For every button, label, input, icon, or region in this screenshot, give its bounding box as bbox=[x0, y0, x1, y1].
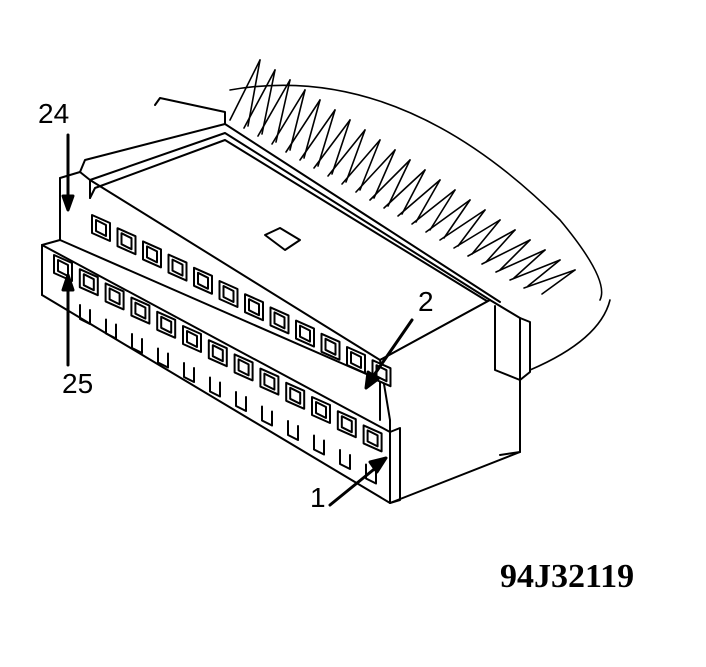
cavity-lower bbox=[182, 325, 202, 353]
tooth bbox=[365, 463, 377, 485]
arrowhead-25 bbox=[61, 273, 75, 292]
wire-line bbox=[289, 89, 306, 151]
wire-line bbox=[429, 189, 456, 231]
wire-line bbox=[303, 99, 321, 159]
wire-line bbox=[513, 249, 546, 279]
arrowhead-24 bbox=[61, 194, 75, 212]
wire-line bbox=[387, 159, 411, 207]
cavity-lower bbox=[362, 424, 383, 453]
terminal-cavities bbox=[53, 214, 392, 453]
cavity-lower bbox=[336, 410, 357, 439]
wire-line bbox=[285, 99, 321, 153]
arrowhead-2 bbox=[364, 370, 380, 390]
wire-line bbox=[317, 109, 336, 167]
wire-line bbox=[275, 79, 291, 143]
tooth bbox=[209, 376, 221, 398]
wire-line bbox=[439, 209, 486, 241]
wire-line bbox=[527, 259, 561, 287]
wire-line bbox=[509, 259, 561, 281]
wire-line bbox=[341, 139, 381, 185]
tooth bbox=[287, 420, 299, 441]
cavity-upper bbox=[346, 346, 366, 374]
wire-line bbox=[411, 189, 456, 225]
wire-line bbox=[457, 209, 486, 247]
wire-line bbox=[355, 149, 396, 193]
wire-line bbox=[299, 109, 336, 161]
wire-line bbox=[243, 69, 276, 129]
wire-line bbox=[523, 269, 576, 289]
cavity-lower bbox=[78, 268, 99, 297]
callout-label-2: 2 bbox=[418, 286, 434, 317]
tooth bbox=[313, 434, 325, 456]
housing-teeth bbox=[79, 304, 377, 485]
wire-line bbox=[261, 69, 276, 135]
callout-arrows bbox=[61, 133, 414, 507]
wire-line bbox=[495, 249, 546, 273]
wire-line bbox=[373, 149, 396, 199]
cavity-upper bbox=[193, 266, 213, 295]
cavity-upper bbox=[244, 293, 264, 322]
wire-line bbox=[485, 229, 516, 263]
cavity-lower bbox=[207, 339, 228, 368]
wire-bundle bbox=[229, 59, 611, 371]
callout-label-25: 25 bbox=[62, 368, 94, 399]
wire-line bbox=[397, 179, 441, 217]
wire-line bbox=[331, 119, 351, 175]
wire-line bbox=[453, 219, 501, 249]
cavity-lower bbox=[311, 396, 331, 424]
wire-line bbox=[471, 219, 501, 255]
wire-line bbox=[359, 139, 381, 191]
cavity-upper bbox=[116, 227, 137, 256]
wire-line bbox=[271, 89, 306, 145]
cavity-lower bbox=[130, 296, 151, 325]
bundle-outline bbox=[529, 299, 611, 371]
wire-line bbox=[499, 239, 531, 271]
figure-id: 94J32119 bbox=[500, 558, 635, 595]
arrow-2 bbox=[370, 318, 414, 380]
cavity-lower bbox=[104, 282, 125, 311]
wire-line bbox=[383, 169, 426, 209]
wire-line bbox=[443, 199, 471, 239]
cavity-lower bbox=[156, 310, 177, 339]
tooth bbox=[131, 333, 143, 354]
wire-line bbox=[345, 129, 366, 183]
wire-line bbox=[247, 59, 261, 127]
tooth bbox=[183, 362, 195, 383]
bundle-outline bbox=[229, 84, 603, 301]
callout-label-24: 24 bbox=[38, 98, 70, 129]
cavity-upper bbox=[295, 319, 315, 348]
tooth bbox=[105, 318, 117, 340]
wire-line bbox=[541, 269, 576, 295]
wire-line bbox=[481, 239, 531, 265]
wire-line bbox=[327, 129, 366, 177]
callout-label-1: 1 bbox=[310, 482, 326, 513]
cavity-upper bbox=[269, 306, 290, 335]
wire-line bbox=[467, 229, 516, 257]
tooth bbox=[261, 405, 273, 427]
cavity-upper bbox=[167, 253, 188, 282]
connector-housing bbox=[41, 97, 531, 504]
cavity-lower bbox=[233, 353, 254, 382]
wire-line bbox=[229, 59, 261, 121]
cavity-upper bbox=[142, 240, 162, 269]
tooth bbox=[339, 449, 351, 470]
arrowhead-1 bbox=[368, 456, 388, 474]
wire-line bbox=[257, 79, 291, 137]
cavity-lower bbox=[285, 381, 306, 410]
cavity-lower bbox=[259, 367, 280, 396]
tooth bbox=[235, 391, 247, 412]
wire-line bbox=[313, 119, 351, 169]
tooth bbox=[157, 347, 169, 369]
cavity-upper bbox=[91, 214, 111, 242]
arrow-1 bbox=[328, 464, 380, 507]
wire-line bbox=[401, 169, 426, 215]
wire-line bbox=[425, 199, 471, 233]
tooth bbox=[79, 304, 91, 325]
wire-line bbox=[369, 159, 411, 201]
cavity-upper bbox=[218, 280, 239, 308]
cavity-upper bbox=[320, 332, 341, 361]
wire-line bbox=[415, 179, 441, 223]
